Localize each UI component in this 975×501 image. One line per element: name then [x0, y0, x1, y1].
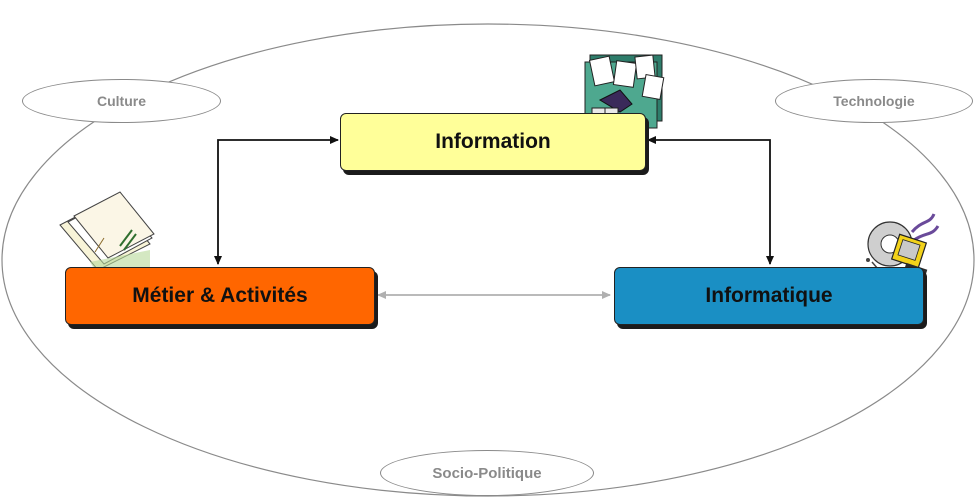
- metier-activites-label: Métier & Activités: [132, 284, 308, 307]
- information-label: Information: [435, 130, 551, 153]
- context-ellipse: [1, 23, 975, 497]
- context-culture-label: Culture: [22, 79, 221, 123]
- folder-papers-clipart-icon: [59, 191, 155, 272]
- context-socio-politique-label: Socio-Politique: [380, 450, 594, 496]
- metier-activites-box: Métier & Activités: [65, 267, 375, 325]
- information-box: Information: [340, 113, 646, 171]
- informatique-box: Informatique: [614, 267, 924, 325]
- arrow-information-informatique: [647, 136, 774, 265]
- informatique-label: Informatique: [705, 284, 833, 307]
- computer-gears-clipart-icon: [865, 213, 940, 287]
- arrow-information-metier: [214, 136, 339, 265]
- context-technologie-label: Technologie: [775, 79, 973, 123]
